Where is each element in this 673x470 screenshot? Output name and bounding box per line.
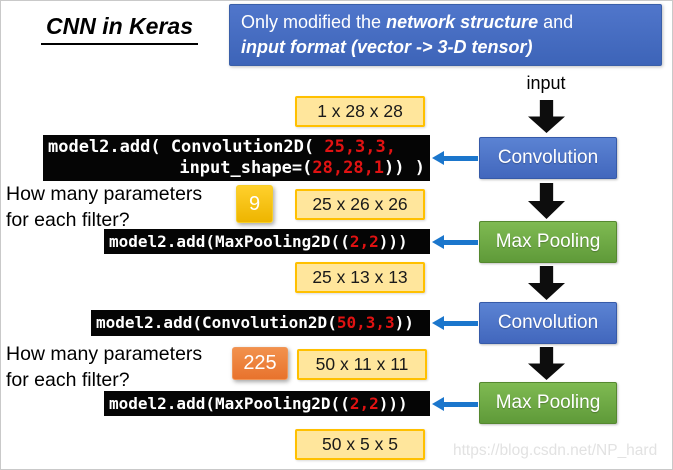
answer-badge-9: 9 <box>236 185 273 223</box>
flow-box-maxpooling-2: Max Pooling <box>479 382 617 424</box>
down-arrow-icon <box>528 347 565 380</box>
down-arrow-icon <box>528 100 565 133</box>
code-convolution-1: model2.add( Convolution2D( 25,3,3,input_… <box>43 135 430 181</box>
code-maxpooling-2: model2.add(MaxPooling2D((2,2))) <box>104 391 430 416</box>
dim-box-pool1: 25 x 13 x 13 <box>295 262 425 293</box>
left-arrow-icon <box>432 397 478 411</box>
header-line-1: Only modified the network structure and <box>241 12 574 32</box>
dim-box-conv2: 50 x 11 x 11 <box>297 349 427 380</box>
code-convolution-2: model2.add(Convolution2D(50,3,3)) <box>91 310 430 336</box>
down-arrow-icon <box>528 183 565 219</box>
dim-box-input: 1 x 28 x 28 <box>295 96 425 127</box>
header-line-2: input format (vector -> 3-D tensor) <box>241 37 533 57</box>
flow-box-convolution-1: Convolution <box>479 137 617 179</box>
header-note: Only modified the network structure and … <box>229 4 662 66</box>
flow-box-maxpooling-1: Max Pooling <box>479 221 617 263</box>
input-label: input <box>526 73 566 93</box>
code-maxpooling-1: model2.add(MaxPooling2D((2,2))) <box>104 229 430 254</box>
watermark: https://blog.csdn.net/NP_hard <box>453 442 658 459</box>
dim-box-pool2: 50 x 5 x 5 <box>295 429 425 460</box>
left-arrow-icon <box>432 316 478 330</box>
question-filter-params-1: How many parameters for each filter? <box>6 183 203 231</box>
question-filter-params-2: How many parameters for each filter? <box>6 343 203 391</box>
page-title: CNN in Keras <box>41 13 198 45</box>
left-arrow-icon <box>432 151 478 165</box>
flow-box-convolution-2: Convolution <box>479 302 617 344</box>
dim-box-conv1: 25 x 26 x 26 <box>295 189 425 220</box>
left-arrow-icon <box>432 235 478 249</box>
answer-badge-225: 225 <box>232 347 288 380</box>
down-arrow-icon <box>528 266 565 300</box>
